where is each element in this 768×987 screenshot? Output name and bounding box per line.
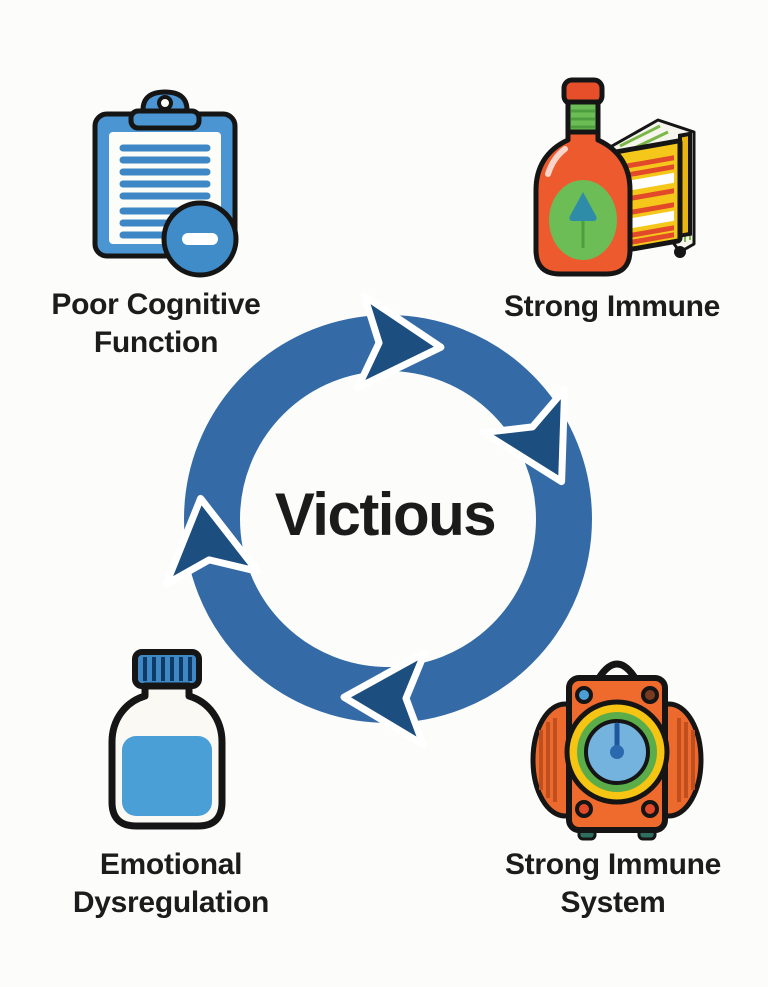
sauce-bottle-and-book-icon	[533, 77, 696, 277]
label-line: Strong Immune	[504, 848, 722, 881]
node-label-emotional-dysregulation: Emotional Dysregulation	[21, 846, 321, 922]
label-line: System	[560, 886, 666, 919]
clipboard-minus-icon	[92, 89, 239, 278]
medicine-bottle-icon	[108, 649, 226, 830]
cycle-center-label: Victious	[274, 481, 497, 548]
cycle-arrowhead-left	[162, 494, 261, 588]
label-line: Function	[93, 326, 219, 359]
label-line: Poor Cognitive	[51, 288, 261, 321]
node-label-poor-cognitive-function: Poor Cognitive Function	[10, 286, 302, 362]
node-label-strong-immune: Strong Immune	[462, 288, 762, 326]
label-line: Dysregulation	[72, 886, 270, 919]
node-label-strong-immune-system: Strong Immune System	[463, 846, 763, 922]
label-line: Strong Immune	[503, 290, 721, 323]
cycle-arrowhead-right	[479, 385, 569, 486]
label-line: Emotional	[99, 848, 243, 881]
kitchen-scale-icon	[530, 660, 704, 841]
cycle-arrowhead-top	[354, 292, 445, 392]
cycle-arrows	[162, 292, 592, 749]
cycle-arrowhead-bottom	[340, 649, 429, 749]
